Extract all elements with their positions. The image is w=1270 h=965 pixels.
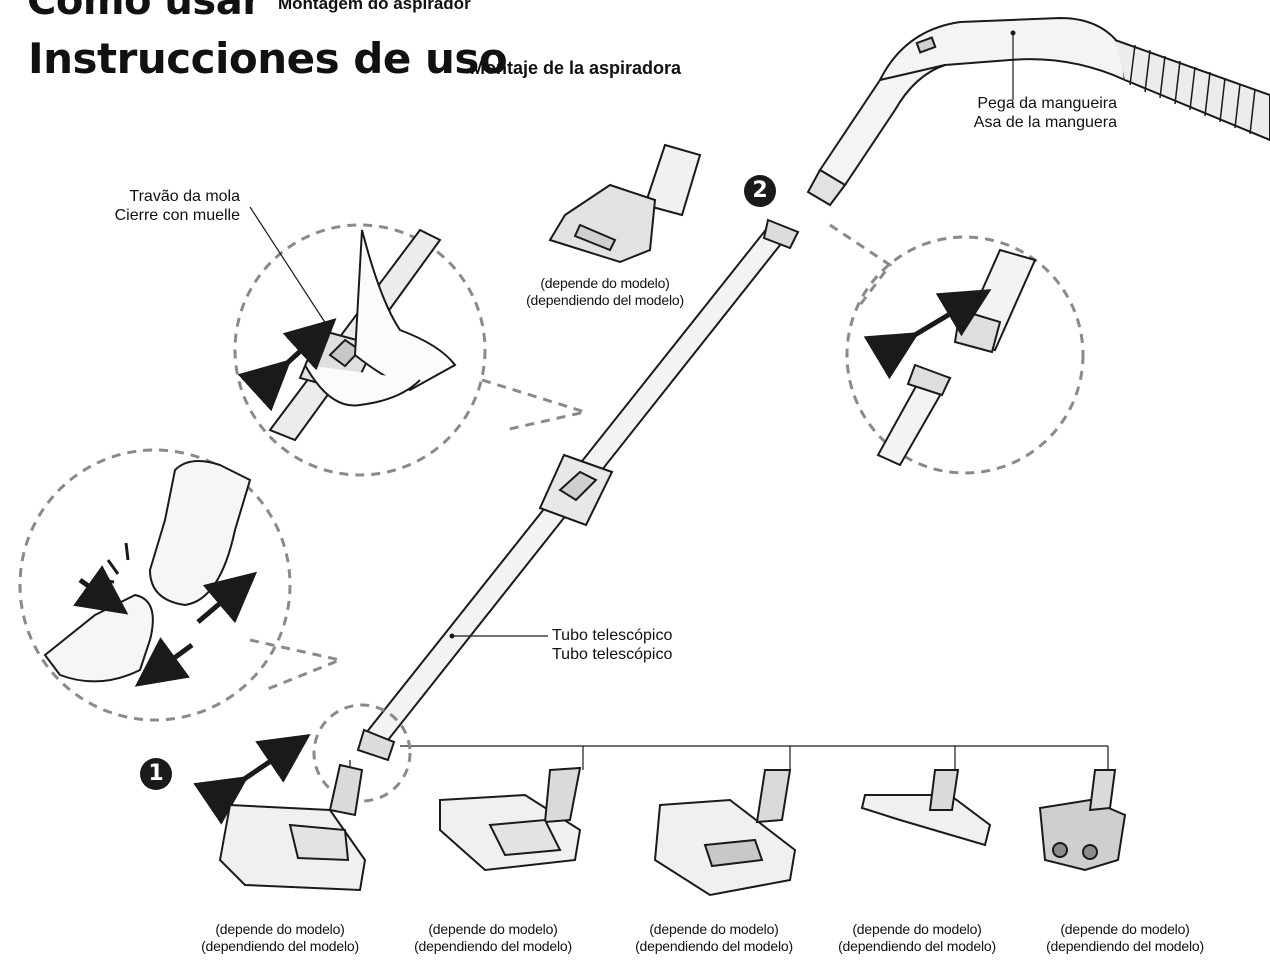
nozzle-caption-2: (depende do modelo) (dependiendo del mod… xyxy=(393,921,593,955)
accessory-caption: (depende do modelo) (dependiendo del mod… xyxy=(500,275,710,309)
accessory-caption-es: (dependiendo del modelo) xyxy=(526,292,684,308)
hose-handle-label: Pega da mangueira Asa de la manguera xyxy=(905,94,1117,132)
page-title-es: Instrucciones de uso xyxy=(28,34,508,83)
nozzle-caption-5-es: (dependiendo del modelo) xyxy=(1046,938,1204,954)
page-title-pt: Como usar xyxy=(27,0,262,24)
hose-handle-label-es: Asa de la manguera xyxy=(973,114,1117,131)
nozzle-caption-1-pt: (depende do modelo) xyxy=(215,921,345,937)
accessory-nozzle-icon xyxy=(548,143,702,264)
page-subtitle-pt: Montagem do aspirador xyxy=(278,0,471,13)
nozzle-caption-1: (depende do modelo) (dependiendo del mod… xyxy=(180,921,380,955)
hose-handle-icon xyxy=(806,16,1270,207)
nozzle-caption-2-pt: (depende do modelo) xyxy=(428,921,558,937)
telescopic-tube-icon xyxy=(356,218,800,762)
spring-lock-label-es: Cierre con muelle xyxy=(114,207,240,224)
spring-lock-label: Travão da mola Cierre con muelle xyxy=(40,187,240,225)
accessory-caption-pt: (depende do modelo) xyxy=(540,275,670,291)
spring-lock-label-pt: Travão da mola xyxy=(129,188,240,205)
nozzle-caption-4-es: (dependiendo del modelo) xyxy=(838,938,996,954)
nozzle-caption-3: (depende do modelo) (dependiendo del mod… xyxy=(614,921,814,955)
nozzle-caption-2-es: (dependiendo del modelo) xyxy=(414,938,572,954)
step-2-marker: 2 xyxy=(744,175,776,207)
nozzle-caption-3-pt: (depende do modelo) xyxy=(649,921,779,937)
nozzle-caption-4-pt: (depende do modelo) xyxy=(852,921,982,937)
nozzle-caption-5: (depende do modelo) (dependiendo del mod… xyxy=(1025,921,1225,955)
nozzle-caption-5-pt: (depende do modelo) xyxy=(1060,921,1190,937)
floor-nozzle-icon xyxy=(218,763,1127,897)
telescopic-tube-label-es: Tubo telescópico xyxy=(552,646,673,663)
telescopic-tube-label: Tubo telescópico Tubo telescópico xyxy=(552,626,672,664)
nozzle-caption-3-es: (dependiendo del modelo) xyxy=(635,938,793,954)
page-subtitle-es: Montaje de la aspiradora xyxy=(470,58,682,78)
nozzle-caption-4: (depende do modelo) (dependiendo del mod… xyxy=(817,921,1017,955)
telescopic-tube-label-pt: Tubo telescópico xyxy=(552,627,673,644)
hose-handle-label-pt: Pega da mangueira xyxy=(977,95,1117,112)
step-1-marker: 1 xyxy=(140,758,172,790)
nozzle-caption-1-es: (dependiendo del modelo) xyxy=(201,938,359,954)
